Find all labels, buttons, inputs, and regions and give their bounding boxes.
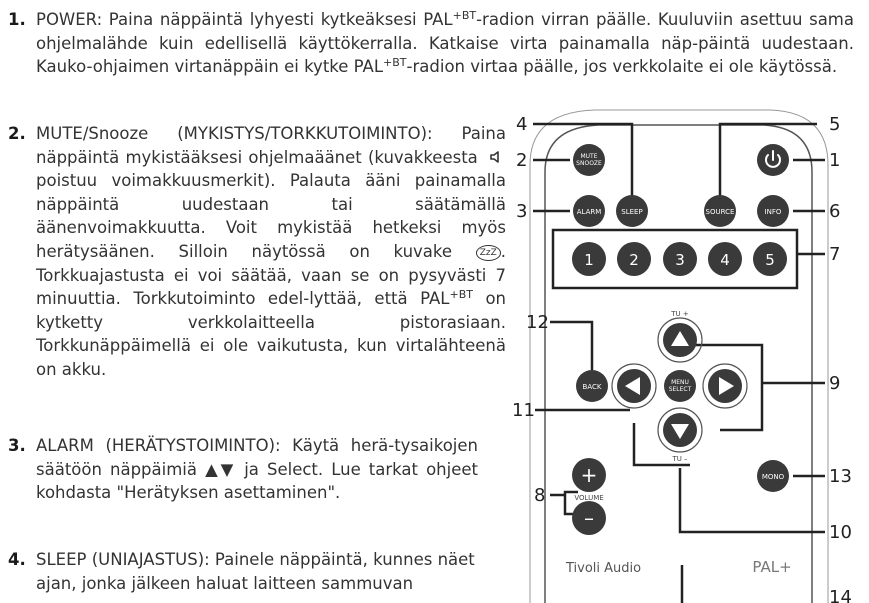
callout-9: 9 xyxy=(829,373,840,394)
power-icon xyxy=(765,150,781,168)
callout-8: 8 xyxy=(534,485,545,506)
item-number: 2. xyxy=(8,124,26,143)
svg-text:SLEEP: SLEEP xyxy=(621,208,642,216)
svg-text:MONO: MONO xyxy=(762,473,785,481)
callout-11: 11 xyxy=(512,400,535,421)
svg-text:SNOOZE: SNOOZE xyxy=(576,160,602,167)
volume-label: VOLUME xyxy=(574,494,603,502)
tu-minus-label: TU – xyxy=(671,455,688,463)
up-arrow-icon xyxy=(671,331,689,346)
info-button[interactable] xyxy=(757,195,789,227)
minus-icon: – xyxy=(584,506,594,530)
svg-text:SOURCE: SOURCE xyxy=(706,208,735,216)
mono-button[interactable] xyxy=(757,460,789,492)
volume-down-button[interactable] xyxy=(572,501,606,535)
item-number: 1. xyxy=(8,10,26,29)
back-button[interactable] xyxy=(576,370,608,402)
item-text: POWER: Paina näppäintä lyhyesti kytkeäks… xyxy=(36,9,854,77)
item-number: 3. xyxy=(8,436,26,455)
volume-up-button[interactable] xyxy=(572,458,606,492)
callout-6: 6 xyxy=(829,201,840,222)
preset-label: 2 xyxy=(629,251,639,269)
preset-label: 3 xyxy=(675,251,685,269)
sleep-button[interactable] xyxy=(616,195,648,227)
preset-label: 5 xyxy=(765,251,775,269)
svg-text:MENU: MENU xyxy=(671,379,689,386)
svg-text:MUTE: MUTE xyxy=(580,153,597,160)
model-label: PAL+ xyxy=(752,558,791,576)
preset-button-5[interactable] xyxy=(753,242,787,276)
down-arrow-icon xyxy=(671,424,689,439)
item-number: 4. xyxy=(8,550,26,569)
svg-text:INFO: INFO xyxy=(765,208,782,216)
callout-3: 3 xyxy=(516,201,527,222)
svg-text:BACK: BACK xyxy=(583,383,602,391)
speaker-icon xyxy=(490,150,499,163)
callout-4: 4 xyxy=(516,114,527,135)
svg-text:SELECT: SELECT xyxy=(669,386,692,393)
callout-13: 13 xyxy=(829,466,852,487)
preset-button-1[interactable] xyxy=(572,242,606,276)
callout-12: 12 xyxy=(526,312,549,333)
preset-label: 4 xyxy=(720,251,730,269)
snooze-icon: ZzZ xyxy=(475,244,501,261)
preset-button-3[interactable] xyxy=(663,242,697,276)
preset-button-2[interactable] xyxy=(617,242,651,276)
alarm-button[interactable] xyxy=(573,195,605,227)
callout-1: 1 xyxy=(829,150,840,171)
preset-label: 1 xyxy=(584,251,594,269)
callout-2: 2 xyxy=(516,150,527,171)
callout-7: 7 xyxy=(829,244,840,265)
callout-14: 14 xyxy=(829,587,852,603)
item-text: MUTE/Snooze (MYKISTYS/TORKKUTOIMINTO): P… xyxy=(36,124,506,379)
remote-body xyxy=(544,124,813,603)
item-text: SLEEP (UNIAJASTUS): Painele näppäintä, k… xyxy=(36,550,475,593)
item-text: ALARM (HERÄTYSTOIMINTO): Käytä herä-tysa… xyxy=(36,436,478,503)
callout-10: 10 xyxy=(829,522,852,543)
brand-logo: Tivoli Audio xyxy=(565,561,641,576)
mute-snooze-button[interactable] xyxy=(573,144,605,176)
plus-icon: + xyxy=(581,463,598,487)
callout-5: 5 xyxy=(829,114,840,135)
tu-plus-label: TU + xyxy=(670,310,689,318)
preset-button-4[interactable] xyxy=(708,242,742,276)
menu-select-button[interactable] xyxy=(664,370,696,402)
right-arrow-icon xyxy=(719,377,734,395)
svg-text:ALARM: ALARM xyxy=(577,208,602,216)
left-arrow-icon xyxy=(625,377,640,395)
source-button[interactable] xyxy=(704,195,736,227)
